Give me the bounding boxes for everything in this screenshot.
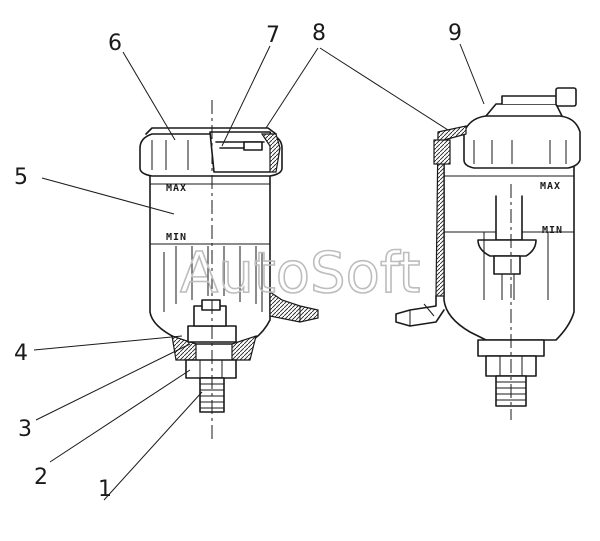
callout-8: 8: [312, 21, 326, 46]
leader-lines: [33, 43, 485, 501]
left-max-label: MAX: [166, 183, 187, 194]
right-max-label: MAX: [540, 181, 561, 192]
callout-4: 4: [14, 341, 28, 366]
callout-5: 5: [14, 165, 28, 190]
callout-7: 7: [266, 23, 280, 48]
right-cap: [463, 115, 581, 169]
callout-9: 9: [448, 21, 462, 46]
right-min-label: MIN: [542, 225, 563, 236]
callout-2: 2: [34, 465, 48, 490]
callout-1: 1: [98, 477, 112, 502]
left-min-label: MIN: [166, 232, 187, 243]
right-view: [395, 87, 581, 420]
watermark-text: AutoSoft: [180, 241, 421, 306]
callout-6: 6: [108, 31, 122, 56]
callout-3: 3: [18, 417, 32, 442]
